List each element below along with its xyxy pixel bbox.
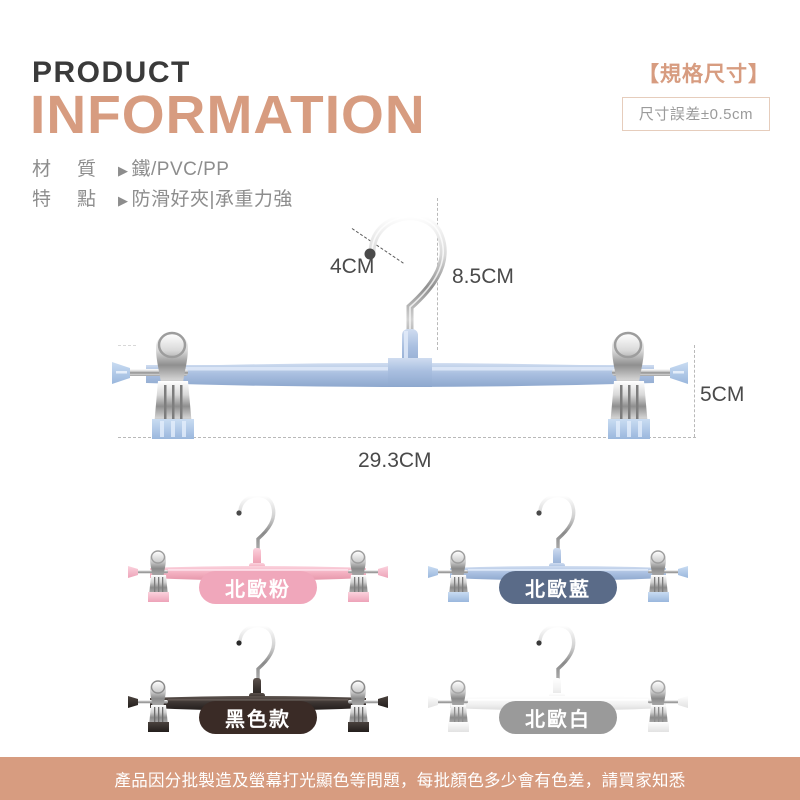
attribute-feature-key: 特點	[32, 189, 123, 210]
attribute-material: 材質▶鐵/PVC/PP	[32, 154, 229, 181]
attribute-material-key: 材質	[32, 159, 123, 180]
dimension-total-width: 29.3CM	[358, 449, 432, 472]
variant-badge-black: 黑色款	[199, 701, 317, 734]
arrow-icon: ▶	[118, 193, 129, 208]
clip-right	[608, 331, 650, 439]
color-disclaimer-banner: 產品因分批製造及螢幕打光顯色等問題，每批顏色多少會有色差，請買家知悉	[0, 757, 800, 800]
page-title-information: INFORMATION	[30, 85, 426, 145]
dimension-hook-width: 4CM	[330, 255, 375, 278]
color-disclaimer-text: 產品因分批製造及螢幕打光顯色等問題，每批顏色多少會有色差，請買家知悉	[114, 771, 686, 790]
attribute-feature-value: 防滑好夾|承重力強	[131, 189, 293, 210]
main-product-image	[110, 195, 690, 440]
spec-tolerance-note: 尺寸誤差±0.5cm	[621, 97, 770, 131]
guide-line-bar-horizontal	[118, 345, 136, 346]
attribute-feature: 特點▶防滑好夾|承重力強	[32, 184, 293, 211]
arrow-icon: ▶	[118, 163, 129, 178]
spec-size-title: 【規格尺寸】	[638, 63, 770, 86]
variant-badge-nordic-white: 北歐白	[499, 701, 617, 734]
guide-line-width-horizontal	[118, 437, 696, 438]
variant-badge-nordic-blue: 北歐藍	[499, 571, 617, 604]
dimension-clip-height: 5CM	[700, 383, 745, 406]
dimension-hook-height: 8.5CM	[452, 265, 514, 288]
page-title-product: PRODUCT	[32, 56, 191, 89]
attribute-material-value: 鐵/PVC/PP	[131, 159, 230, 180]
guide-line-clip-vertical	[694, 345, 695, 437]
clip-left	[152, 331, 194, 439]
variant-badge-nordic-pink: 北歐粉	[199, 571, 317, 604]
